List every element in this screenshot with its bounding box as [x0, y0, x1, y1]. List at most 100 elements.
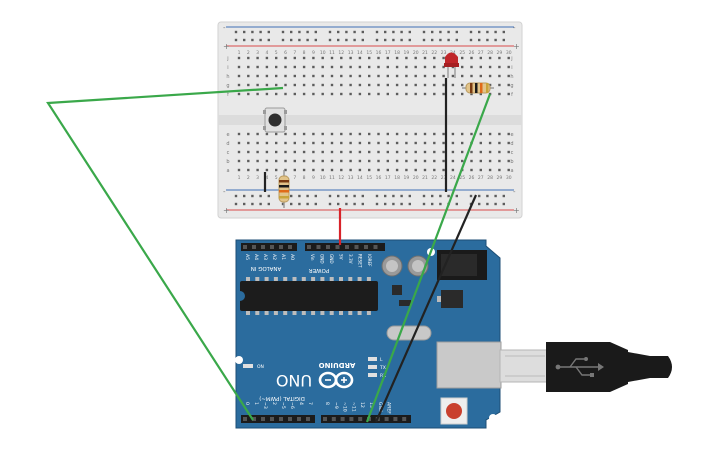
- breadboard-hole[interactable]: [349, 150, 352, 154]
- breadboard-hole[interactable]: [321, 83, 324, 87]
- breadboard-hole[interactable]: [237, 150, 241, 154]
- breadboard-hole[interactable]: [470, 74, 473, 78]
- digital-header-low[interactable]: [241, 415, 315, 423]
- rail-hole[interactable]: [455, 194, 458, 198]
- breadboard-hole[interactable]: [433, 141, 436, 145]
- breadboard-hole[interactable]: [368, 74, 371, 78]
- breadboard-hole[interactable]: [321, 92, 324, 96]
- breadboard-hole[interactable]: [265, 141, 269, 145]
- breadboard-hole[interactable]: [377, 168, 380, 172]
- rail-hole[interactable]: [328, 38, 332, 42]
- breadboard-hole[interactable]: [442, 92, 445, 96]
- breadboard-hole[interactable]: [368, 150, 371, 154]
- breadboard-hole[interactable]: [275, 92, 278, 96]
- rail-hole[interactable]: [290, 30, 293, 34]
- breadboard-hole[interactable]: [368, 159, 371, 163]
- breadboard-hole[interactable]: [265, 92, 269, 96]
- breadboard-hole[interactable]: [349, 141, 352, 145]
- header-socket[interactable]: [306, 417, 310, 421]
- breadboard-hole[interactable]: [302, 168, 306, 172]
- rail-hole[interactable]: [243, 30, 246, 34]
- breadboard-hole[interactable]: [498, 83, 501, 87]
- rail-hole[interactable]: [408, 194, 411, 198]
- breadboard-hole[interactable]: [349, 65, 352, 69]
- rail-hole[interactable]: [400, 202, 403, 206]
- breadboard-hole[interactable]: [461, 132, 464, 136]
- rail-hole[interactable]: [251, 202, 254, 206]
- header-socket[interactable]: [340, 417, 345, 421]
- breadboard-hole[interactable]: [451, 141, 455, 145]
- rail-hole[interactable]: [243, 38, 246, 42]
- breadboard-hole[interactable]: [368, 56, 371, 60]
- header-socket[interactable]: [243, 417, 247, 421]
- rail-hole[interactable]: [400, 38, 403, 42]
- breadboard-hole[interactable]: [265, 159, 269, 163]
- breadboard-hole[interactable]: [405, 92, 408, 96]
- rail-hole[interactable]: [259, 202, 262, 206]
- rail-hole[interactable]: [281, 30, 285, 34]
- breadboard-hole[interactable]: [433, 159, 436, 163]
- header-socket[interactable]: [326, 245, 330, 249]
- rail-hole[interactable]: [502, 194, 505, 198]
- rail-hole[interactable]: [400, 30, 403, 34]
- breadboard-hole[interactable]: [414, 132, 417, 136]
- breadboard-hole[interactable]: [237, 92, 241, 96]
- breadboard-hole[interactable]: [358, 159, 362, 163]
- breadboard-hole[interactable]: [461, 92, 464, 96]
- rail-hole[interactable]: [392, 194, 395, 198]
- breadboard-hole[interactable]: [321, 132, 324, 136]
- breadboard-hole[interactable]: [256, 141, 259, 145]
- breadboard-hole[interactable]: [433, 65, 436, 69]
- rail-hole[interactable]: [353, 30, 356, 34]
- rail-hole[interactable]: [502, 38, 505, 42]
- breadboard-hole[interactable]: [479, 159, 482, 163]
- rail-hole[interactable]: [455, 30, 458, 34]
- breadboard-hole[interactable]: [423, 159, 427, 163]
- breadboard-hole[interactable]: [470, 132, 473, 136]
- breadboard-hole[interactable]: [284, 141, 287, 145]
- breadboard-hole[interactable]: [451, 150, 455, 154]
- rail-hole[interactable]: [353, 202, 356, 206]
- rail-hole[interactable]: [259, 194, 262, 198]
- rail-hole[interactable]: [384, 194, 387, 198]
- rail-hole[interactable]: [439, 202, 442, 206]
- breadboard-hole[interactable]: [405, 74, 408, 78]
- breadboard-hole[interactable]: [442, 141, 445, 145]
- rail-hole[interactable]: [251, 194, 254, 198]
- breadboard-hole[interactable]: [275, 56, 278, 60]
- breadboard-hole[interactable]: [479, 92, 482, 96]
- breadboard-hole[interactable]: [488, 150, 492, 154]
- breadboard-hole[interactable]: [349, 56, 352, 60]
- breadboard-hole[interactable]: [433, 74, 436, 78]
- resistor-pulldown[interactable]: [278, 170, 290, 208]
- breadboard-hole[interactable]: [293, 83, 296, 87]
- breadboard-hole[interactable]: [256, 159, 259, 163]
- rail-hole[interactable]: [234, 194, 238, 198]
- rail-hole[interactable]: [298, 30, 301, 34]
- rail-hole[interactable]: [478, 38, 481, 42]
- rail-hole[interactable]: [478, 194, 481, 198]
- breadboard-hole[interactable]: [488, 74, 492, 78]
- breadboard-hole[interactable]: [498, 65, 501, 69]
- breadboard-hole[interactable]: [302, 150, 306, 154]
- breadboard-hole[interactable]: [302, 92, 306, 96]
- rail-hole[interactable]: [447, 30, 450, 34]
- breadboard-hole[interactable]: [461, 150, 464, 154]
- breadboard-hole[interactable]: [461, 74, 464, 78]
- analog-header[interactable]: [241, 243, 297, 251]
- breadboard-hole[interactable]: [358, 56, 362, 60]
- breadboard-hole[interactable]: [414, 65, 417, 69]
- breadboard-hole[interactable]: [461, 65, 464, 69]
- breadboard-hole[interactable]: [293, 168, 296, 172]
- breadboard-hole[interactable]: [377, 83, 380, 87]
- breadboard-hole[interactable]: [293, 56, 296, 60]
- breadboard-hole[interactable]: [423, 92, 427, 96]
- breadboard-hole[interactable]: [358, 168, 362, 172]
- breadboard-hole[interactable]: [451, 92, 455, 96]
- rail-hole[interactable]: [469, 38, 473, 42]
- breadboard-hole[interactable]: [507, 159, 510, 163]
- wire-black-gnd[interactable]: [374, 194, 478, 423]
- rail-hole[interactable]: [290, 202, 293, 206]
- breadboard-hole[interactable]: [423, 132, 427, 136]
- breadboard-hole[interactable]: [265, 132, 269, 136]
